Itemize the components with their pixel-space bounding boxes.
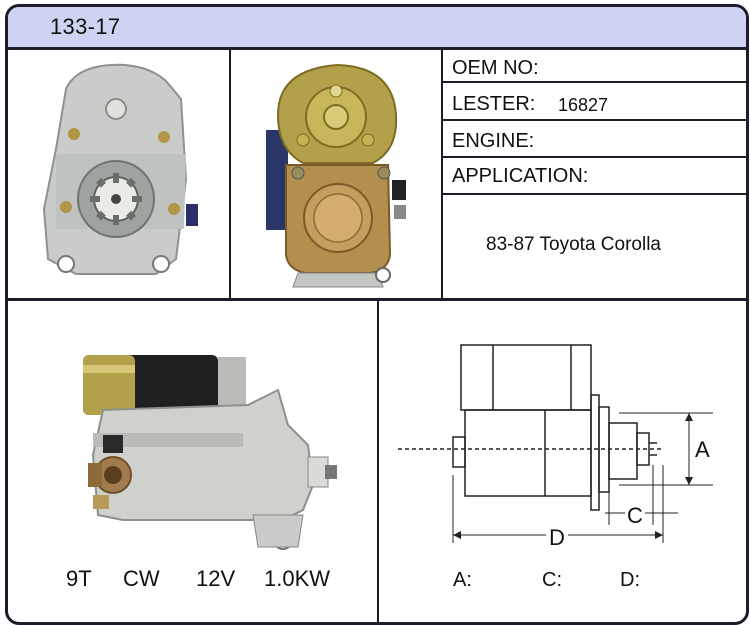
application-label: APPLICATION:	[452, 165, 589, 187]
dim-d-label: D:	[620, 569, 640, 591]
divider-top-right	[441, 47, 443, 299]
lester-value: 16827	[558, 95, 609, 115]
rating-power: 1.0KW	[264, 566, 331, 591]
divider-spec-2	[443, 119, 746, 121]
oem-label: OEM NO:	[452, 57, 539, 79]
rating-rotation: CW	[123, 566, 160, 591]
diagram-label-d: D	[546, 525, 568, 551]
divider-middle	[8, 298, 746, 301]
diagram-label-a: A	[695, 437, 710, 462]
diagram-label-c: C	[625, 503, 645, 529]
rating-teeth: 9T	[66, 566, 92, 591]
divider-spec-1	[443, 81, 746, 83]
product-sheet: 133-17 OEM NO: LESTER: 16827 ENGINE: APP…	[5, 4, 749, 625]
divider-spec-4	[443, 193, 746, 195]
part-code: 133-17	[50, 14, 121, 39]
starter-side-photo	[73, 335, 343, 555]
engine-label: ENGINE:	[452, 130, 535, 152]
dimension-diagram: A C D	[393, 325, 723, 555]
starter-front-photo	[36, 59, 206, 287]
divider-bottom	[377, 301, 379, 622]
divider-top-left	[229, 47, 231, 299]
application-value: 83-87 Toyota Corolla	[486, 234, 661, 255]
dim-a-label: A:	[453, 569, 472, 591]
divider-spec-3	[443, 156, 746, 158]
dim-c-label: C:	[542, 569, 562, 591]
rating-voltage: 12V	[196, 566, 236, 591]
starter-rear-photo	[258, 55, 418, 291]
lester-label: LESTER:	[452, 93, 536, 115]
title-bar: 133-17	[8, 7, 746, 50]
